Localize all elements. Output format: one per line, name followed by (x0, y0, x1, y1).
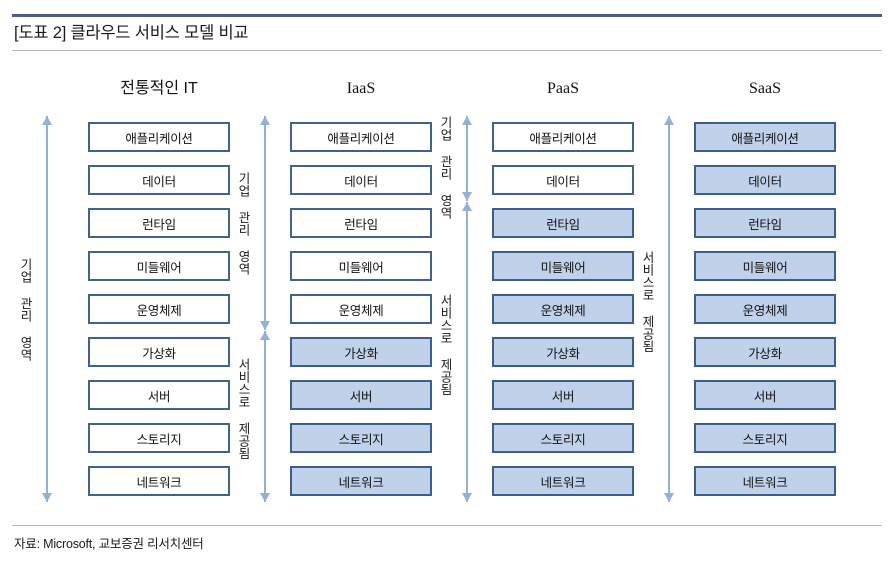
layer-box-PaaS-애플리케이션: 애플리케이션 (492, 122, 634, 152)
layer-box-SaaS-스토리지: 스토리지 (694, 423, 836, 453)
layer-box-PaaS-가상화: 가상화 (492, 337, 634, 367)
arrow-head-up-icon (259, 331, 270, 340)
footer-divider (12, 525, 882, 526)
arrow-shaft (46, 116, 48, 502)
arrow-shaft (668, 116, 670, 502)
arrow-shaft (466, 202, 468, 502)
layer-box-SaaS-서버: 서버 (694, 380, 836, 410)
arrow-managed-IaaS (258, 116, 272, 330)
layer-box-IaaS-데이터: 데이터 (290, 165, 432, 195)
column-title-SaaS: SaaS (749, 80, 781, 97)
layer-box-PaaS-네트워크: 네트워크 (492, 466, 634, 496)
layer-box-IaaS-서버: 서버 (290, 380, 432, 410)
column-title-IaaS: IaaS (346, 80, 376, 97)
arrow-shaft (466, 116, 468, 201)
layer-box-PaaS-운영체제: 운영체제 (492, 294, 634, 324)
layer-box-SaaS-네트워크: 네트워크 (694, 466, 836, 496)
arrow-provided-IaaS (258, 331, 272, 502)
figure-source: 자료: Microsoft, 교보증권 리서치센터 (14, 537, 204, 551)
arrow-head-down-icon (461, 192, 472, 201)
arrow-head-down-icon (259, 321, 270, 330)
arrow-managed-전통적인-IT (40, 116, 54, 502)
layer-box-SaaS-미들웨어: 미들웨어 (694, 251, 836, 281)
layer-box-PaaS-스토리지: 스토리지 (492, 423, 634, 453)
layer-box-SaaS-운영체제: 운영체제 (694, 294, 836, 324)
column-title-전통적인-IT: 전통적인 IT (120, 80, 198, 97)
arrow-head-up-icon (259, 116, 270, 125)
layer-box-전통적인-IT-애플리케이션: 애플리케이션 (88, 122, 230, 152)
label-managed-PaaS: 기업 관리 영역 (438, 116, 452, 219)
layer-box-IaaS-운영체제: 운영체제 (290, 294, 432, 324)
layer-box-IaaS-가상화: 가상화 (290, 337, 432, 367)
layer-box-PaaS-미들웨어: 미들웨어 (492, 251, 634, 281)
column-title-PaaS: PaaS (547, 80, 579, 97)
arrow-shaft (264, 116, 266, 330)
layer-box-SaaS-애플리케이션: 애플리케이션 (694, 122, 836, 152)
layer-box-SaaS-가상화: 가상화 (694, 337, 836, 367)
layer-box-IaaS-런타임: 런타임 (290, 208, 432, 238)
arrow-head-down-icon (663, 493, 674, 502)
arrow-provided-SaaS (662, 116, 676, 502)
layer-box-전통적인-IT-미들웨어: 미들웨어 (88, 251, 230, 281)
figure-title: [도표 2] 클라우드 서비스 모델 비교 (14, 24, 249, 42)
layer-box-전통적인-IT-운영체제: 운영체제 (88, 294, 230, 324)
label-managed-전통적인-IT: 기업 관리 영역 (18, 258, 32, 361)
label-provided-PaaS: 서비스로 제공됨 (438, 293, 452, 396)
layer-box-IaaS-스토리지: 스토리지 (290, 423, 432, 453)
layer-box-전통적인-IT-가상화: 가상화 (88, 337, 230, 367)
label-provided-SaaS: 서비스로 제공됨 (640, 250, 654, 353)
layer-box-전통적인-IT-스토리지: 스토리지 (88, 423, 230, 453)
arrow-head-up-icon (41, 116, 52, 125)
arrow-head-down-icon (259, 493, 270, 502)
layer-box-PaaS-데이터: 데이터 (492, 165, 634, 195)
layer-box-IaaS-네트워크: 네트워크 (290, 466, 432, 496)
label-provided-IaaS: 서비스로 제공됨 (236, 358, 250, 460)
header-accent-rule (12, 14, 882, 17)
layer-box-SaaS-런타임: 런타임 (694, 208, 836, 238)
layer-box-SaaS-데이터: 데이터 (694, 165, 836, 195)
layer-box-전통적인-IT-네트워크: 네트워크 (88, 466, 230, 496)
layer-box-PaaS-런타임: 런타임 (492, 208, 634, 238)
arrow-managed-PaaS (460, 116, 474, 201)
arrow-head-up-icon (663, 116, 674, 125)
arrow-head-down-icon (41, 493, 52, 502)
arrow-head-down-icon (461, 493, 472, 502)
label-managed-IaaS: 기업 관리 영역 (236, 172, 250, 275)
arrow-shaft (264, 331, 266, 502)
arrow-head-up-icon (461, 116, 472, 125)
layer-box-전통적인-IT-데이터: 데이터 (88, 165, 230, 195)
arrow-provided-PaaS (460, 202, 474, 502)
layer-box-IaaS-미들웨어: 미들웨어 (290, 251, 432, 281)
layer-box-IaaS-애플리케이션: 애플리케이션 (290, 122, 432, 152)
arrow-head-up-icon (461, 202, 472, 211)
layer-box-PaaS-서버: 서버 (492, 380, 634, 410)
layer-box-전통적인-IT-서버: 서버 (88, 380, 230, 410)
title-divider (12, 50, 882, 51)
layer-box-전통적인-IT-런타임: 런타임 (88, 208, 230, 238)
